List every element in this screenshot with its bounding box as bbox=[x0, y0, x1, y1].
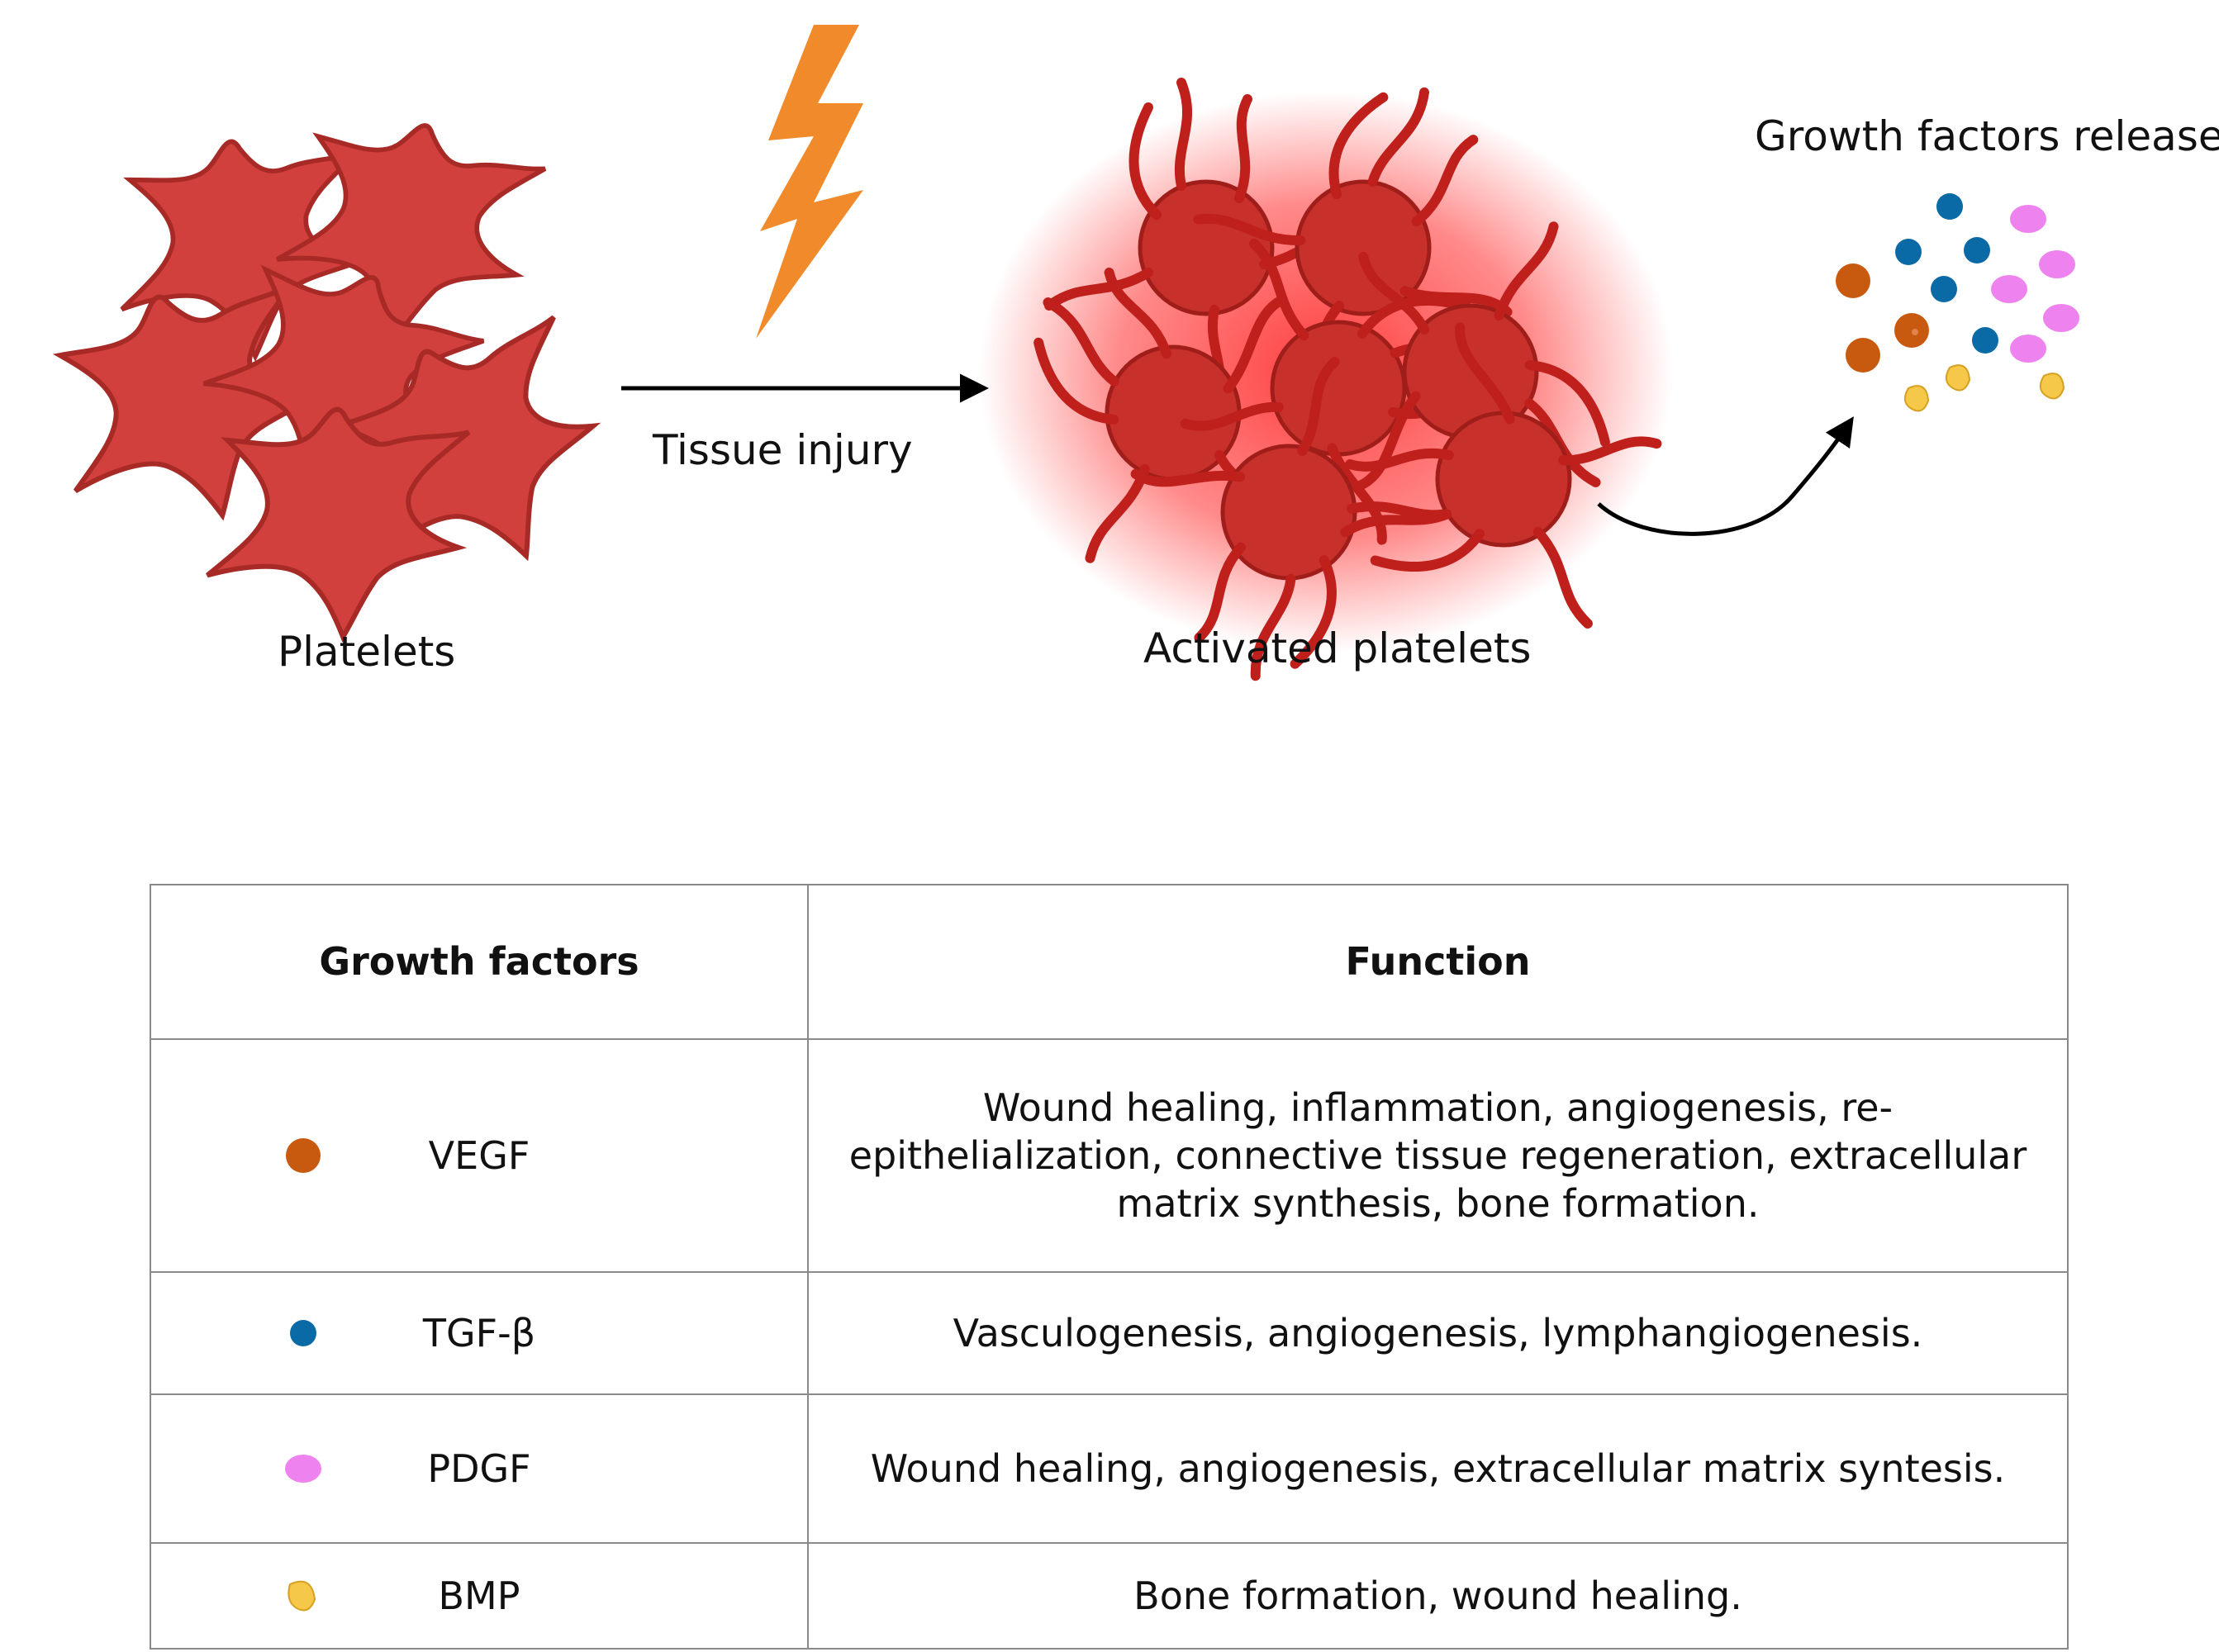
table-row: PDGF Wound healing, angiogenesis, extrac… bbox=[150, 1393, 2069, 1544]
growth-factor-name: BMP bbox=[438, 1574, 520, 1618]
pdgf-particle bbox=[1991, 275, 2027, 303]
growth-factor-name: VEGF bbox=[428, 1133, 530, 1178]
growth-factors-released-label: Growth factors released bbox=[1755, 112, 2219, 160]
pdgf-dot-icon bbox=[285, 1455, 321, 1483]
activated-platelets-label: Activated platelets bbox=[1143, 624, 1532, 672]
bmp-dot-icon bbox=[287, 1580, 316, 1612]
growth-factor-name: TGF-β bbox=[422, 1311, 536, 1355]
tgf-particle bbox=[1964, 237, 1990, 263]
vegf-particle bbox=[1894, 313, 1929, 348]
tgf-particle bbox=[1936, 193, 1963, 220]
bmp-particle bbox=[2039, 373, 2065, 400]
growth-factor-cell: TGF-β bbox=[150, 1271, 809, 1395]
growth-factor-name: PDGF bbox=[427, 1446, 531, 1491]
tgf-particle bbox=[1895, 239, 1922, 265]
vegf-particle bbox=[1846, 338, 1880, 373]
platelets-cluster bbox=[45, 97, 627, 647]
function-cell: Wound healing, angiogenesis, extracellul… bbox=[807, 1393, 2069, 1544]
tgf-particle bbox=[1972, 327, 1998, 354]
table-row: TGF-β Vasculogenesis, angiogenesis, lymp… bbox=[150, 1271, 2069, 1395]
growth-factor-cell: PDGF bbox=[150, 1393, 809, 1544]
function-cell: Wound healing, inflammation, angiogenesi… bbox=[807, 1038, 2069, 1273]
tgf-dot-icon bbox=[290, 1320, 316, 1346]
tissue-injury-label: Tissue injury bbox=[653, 426, 913, 474]
header-function: Function bbox=[807, 884, 2069, 1040]
header-growth-factors: Growth factors bbox=[150, 884, 809, 1040]
pdgf-particle bbox=[2039, 250, 2075, 278]
tgf-particle bbox=[1931, 276, 1957, 302]
function-cell: Bone formation, wound healing. bbox=[807, 1542, 2069, 1650]
table-row: VEGF Wound healing, inflammation, angiog… bbox=[150, 1038, 2069, 1273]
platelets-label: Platelets bbox=[278, 628, 456, 676]
pdgf-particle bbox=[2043, 304, 2079, 332]
bmp-particle bbox=[1945, 364, 1971, 392]
growth-factors-table: Growth factors Function VEGF Wound heali… bbox=[150, 884, 2069, 1650]
vegf-dot-icon bbox=[286, 1138, 321, 1173]
function-cell: Vasculogenesis, angiogenesis, lymphangio… bbox=[807, 1271, 2069, 1395]
pdgf-particle bbox=[2010, 205, 2046, 233]
curved-arrow-icon bbox=[1597, 416, 1854, 536]
table-header-row: Growth factors Function bbox=[150, 884, 2069, 1040]
table-row: BMP Bone formation, wound healing. bbox=[150, 1542, 2069, 1650]
growth-factor-cell: VEGF bbox=[150, 1038, 809, 1273]
released-particles bbox=[1836, 193, 2079, 412]
growth-factor-cell: BMP bbox=[150, 1542, 809, 1650]
vegf-particle bbox=[1836, 263, 1870, 298]
lightning-bolt-icon bbox=[756, 25, 863, 339]
pdgf-particle bbox=[2010, 335, 2046, 363]
bmp-particle bbox=[1903, 385, 1930, 412]
process-diagram bbox=[0, 0, 2079, 876]
activated-platelets-cluster bbox=[947, 26, 1697, 721]
